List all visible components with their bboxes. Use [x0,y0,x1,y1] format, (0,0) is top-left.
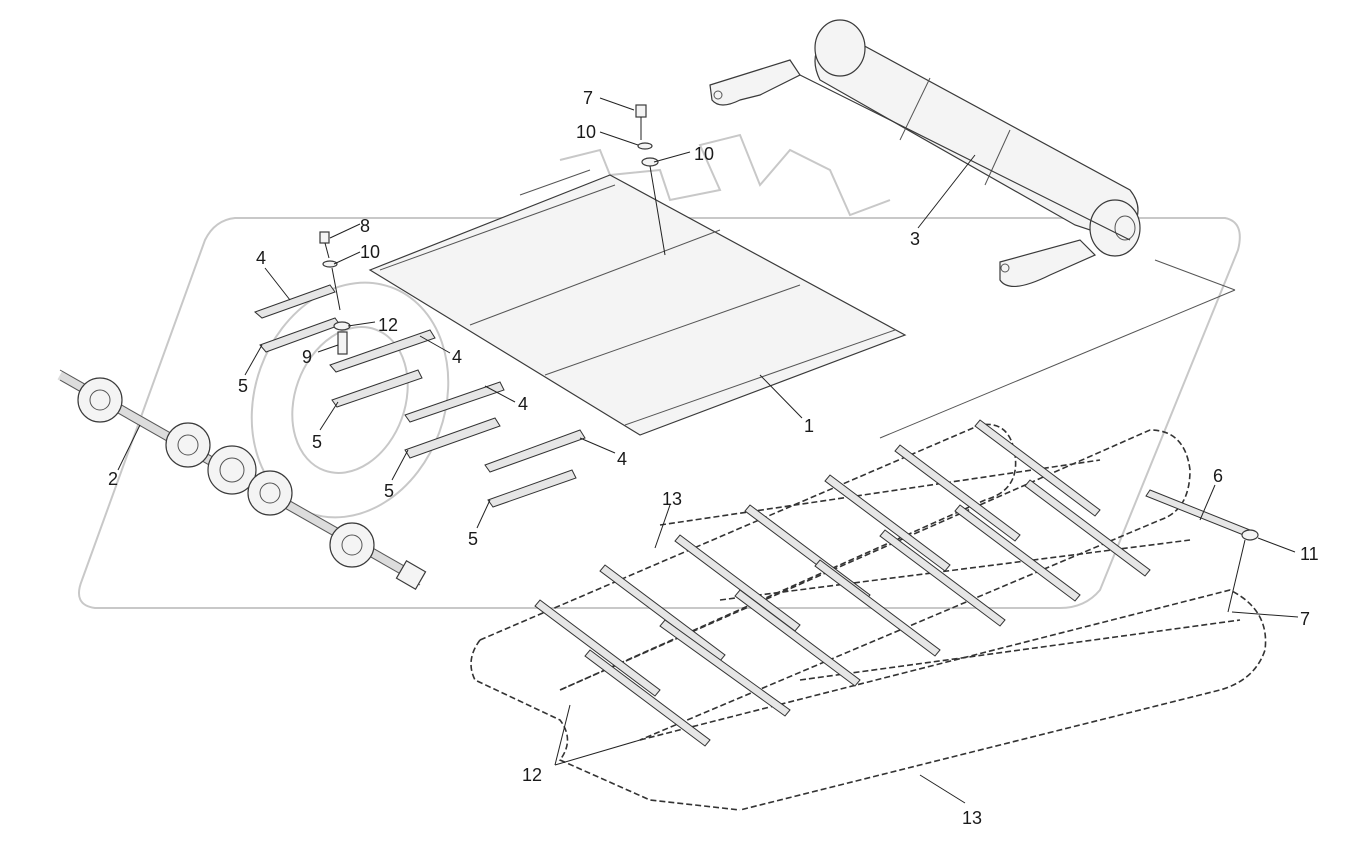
callout-7-mid: 8 [360,216,370,236]
callout-9: 10 [576,122,596,142]
callout-5-b: 5 [312,432,322,452]
callout-10-low: 12 [378,315,398,335]
pin [1227,529,1259,613]
callout-3: 3 [910,229,920,249]
callout-labels: 7 10 10 3 8 10 4 12 9 5 4 5 4 1 2 4 5 13… [108,88,1319,828]
callout-4-d: 4 [617,449,627,469]
callout-7-top: 7 [583,88,593,108]
callout-10-top: 10 [694,144,714,164]
callout-5-a: 5 [238,376,248,396]
callout-8: 7 [1300,609,1310,629]
sprocket-shaft [57,369,427,590]
callout-1: 1 [804,416,814,436]
callout-4-b: 4 [452,347,462,367]
callout-13-top: 13 [662,489,682,509]
roller-assembly [709,19,1141,287]
callout-10-mid: 10 [360,242,380,262]
callout-12: 12 [522,765,542,785]
callout-11: 11 [1300,544,1319,564]
top-plate [368,169,907,436]
callout-5-d: 5 [468,529,478,549]
callout-6: 6 [1213,466,1223,486]
callout-4-c: 4 [518,394,528,414]
fasteners [319,104,666,355]
small-plates [254,284,586,508]
callout-13-bottom: 13 [962,808,982,828]
callout-7-low: 9 [302,347,312,367]
callout-4-a: 4 [256,248,266,268]
leader-lines [117,97,1299,804]
chain-conveyor [470,259,1267,811]
callout-2: 2 [108,469,118,489]
callout-5-c: 5 [384,481,394,501]
